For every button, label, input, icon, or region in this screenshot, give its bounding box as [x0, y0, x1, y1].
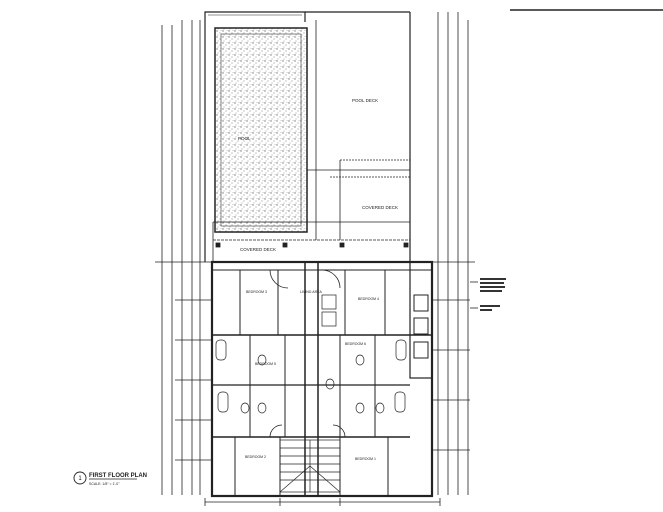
drawing-scale: SCALE: 1/8" = 1'-0" [89, 482, 120, 486]
drawing-title: FIRST FLOOR PLAN [89, 473, 147, 479]
room-label-bedroom-bottom-right: BEDROOM 1 [355, 457, 376, 461]
right-dimension-lines [432, 12, 478, 495]
annex-windows [413, 294, 429, 359]
stair [279, 439, 341, 493]
bottom-dimension-line [204, 498, 441, 506]
room-label-bedroom-top-right: BEDROOM 4 [358, 297, 379, 301]
bath-fixtures [215, 294, 407, 414]
pool-deck [307, 20, 410, 240]
drawing-callout-number: 1 [78, 476, 82, 482]
covered-deck-label-upper: COVERED DECK [362, 205, 398, 210]
room-label-bedroom-mid-right: BEDROOM 6 [345, 342, 366, 346]
room-label-bedroom-top-left: BEDROOM 3 [246, 290, 267, 294]
drawing-callout-circle [73, 471, 87, 485]
room-label-bedroom-bottom-left: BEDROOM 2 [245, 455, 266, 459]
note-leaders [480, 278, 506, 311]
pool [214, 27, 308, 233]
pool-deck-label: POOL DECK [352, 98, 378, 103]
covered-deck-band [212, 221, 410, 262]
left-dimension-lines [155, 20, 212, 495]
room-label-living: LIVING AREA [300, 290, 322, 294]
covered-deck-label-lower: COVERED DECK [240, 247, 276, 252]
site-boundary [204, 11, 411, 262]
pool-label: POOL [238, 136, 251, 141]
building-walls [210, 260, 434, 498]
room-label-bedroom-mid-left: BEDROOM 5 [255, 362, 276, 366]
